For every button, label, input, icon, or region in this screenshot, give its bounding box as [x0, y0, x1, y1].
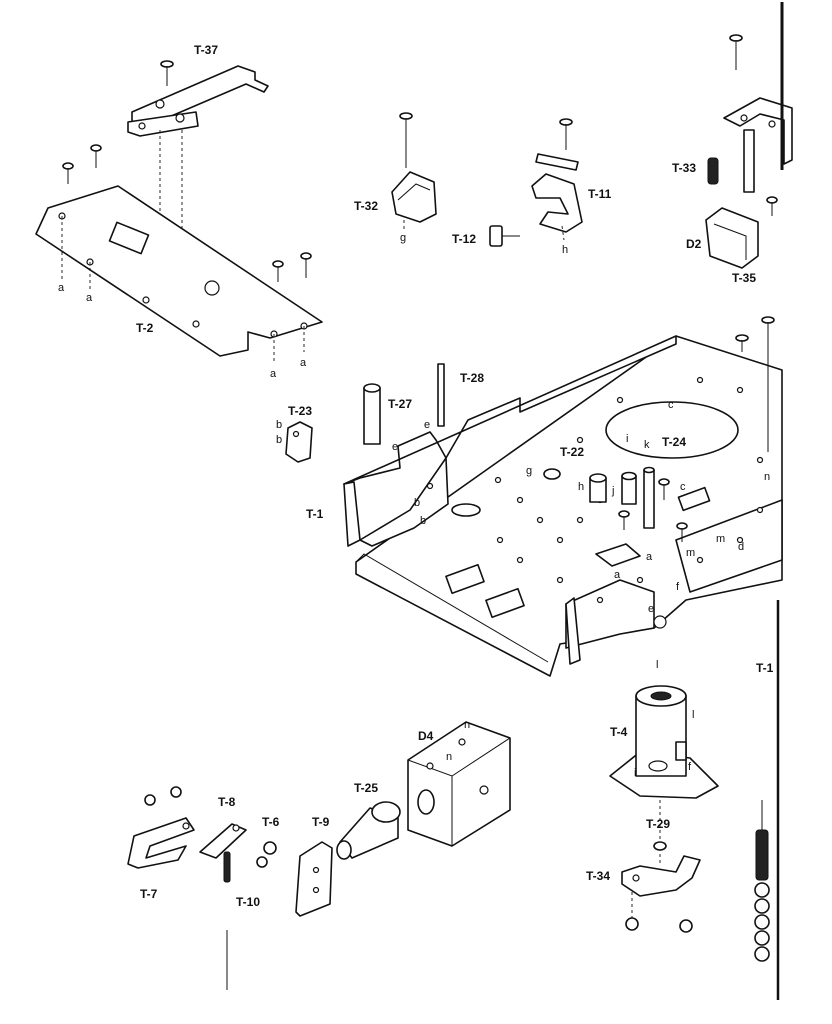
letter-e-1: e	[392, 441, 398, 453]
label-t32: T-32	[354, 199, 378, 213]
letter-b-2: b	[276, 434, 282, 446]
part-t32-clamp: T-32 g	[354, 112, 437, 244]
label-d2: D2	[686, 237, 702, 251]
letter-a-5: a	[614, 569, 621, 581]
t22-bushing	[589, 473, 607, 503]
letter-m-2: m	[716, 533, 725, 545]
letter-n-3: n	[446, 751, 452, 763]
letter-i-1: i	[626, 433, 628, 445]
label-t37: T-37	[194, 43, 218, 57]
letter-a-2: a	[86, 292, 93, 304]
part-t10-spring: T-10	[223, 851, 260, 990]
label-t1: T-1	[306, 507, 324, 521]
part-t6-nut: T-6	[256, 815, 280, 868]
letter-c-2: c	[680, 481, 686, 493]
label-t27: T-27	[388, 397, 412, 411]
label-t11: T-11	[588, 187, 612, 201]
part-t28-pin: T-28	[437, 363, 484, 427]
letter-m-1: m	[686, 547, 695, 559]
part-t37-bracket: T-37	[127, 43, 269, 258]
label-t25: T-25	[354, 781, 378, 795]
part-t1-chassis: T-1 T-22 T-24 T-1 e e b b c c d g h i k …	[306, 316, 783, 677]
letter-g-1: g	[400, 232, 406, 244]
letter-a-6: a	[646, 551, 653, 563]
label-t7: T-7	[140, 887, 158, 901]
label-t1-ref: T-1	[756, 661, 774, 675]
letter-b-4: b	[414, 497, 420, 509]
part-t11-clip: T-11 h	[531, 118, 612, 256]
letter-f-2: f	[688, 761, 692, 773]
part-t2-plate: T-2 a a a a	[35, 144, 323, 380]
letter-f-1: f	[676, 581, 680, 593]
letter-g-2: g	[526, 465, 532, 477]
label-t10: T-10	[236, 895, 260, 909]
letter-b-1: b	[276, 419, 282, 431]
label-t4: T-4	[610, 725, 628, 739]
letter-d-1: d	[738, 541, 744, 553]
letter-b-3: b	[420, 515, 426, 527]
letter-a-4: a	[300, 357, 307, 369]
label-t6: T-6	[262, 815, 280, 829]
part-spring-washer-stack	[754, 600, 780, 1000]
part-t34-bracket: T-34	[586, 855, 701, 933]
label-t22: T-22	[560, 445, 584, 459]
letter-l-1: l	[656, 659, 658, 671]
label-t28: T-28	[460, 371, 484, 385]
letter-l-2: l	[692, 709, 694, 721]
label-t33: T-33	[672, 161, 696, 175]
part-t4-housing: T-4 l l i f	[609, 659, 719, 866]
letter-h-1: h	[562, 244, 568, 256]
label-t35: T-35	[732, 271, 756, 285]
part-upper-right-assembly: T-33 D2 T-35	[672, 2, 793, 285]
label-t8: T-8	[218, 795, 236, 809]
t2-screws	[62, 144, 312, 282]
letter-e-3: e	[648, 603, 654, 615]
label-t23: T-23	[288, 404, 312, 418]
part-t29-cap: T-29	[646, 817, 670, 851]
part-t7-lever: T-7	[127, 786, 195, 901]
letter-h-2: h	[578, 481, 584, 493]
part-t9-plate: T-9	[295, 815, 333, 917]
label-t34: T-34	[586, 869, 610, 883]
letter-n-1: n	[764, 471, 770, 483]
part-t25-cylinder: T-25	[336, 781, 401, 860]
label-t9: T-9	[312, 815, 330, 829]
label-t2: T-2	[136, 321, 154, 335]
label-t24: T-24	[662, 435, 686, 449]
part-t8-arm: T-8	[199, 795, 247, 859]
label-d4: D4	[418, 729, 434, 743]
part-d4-box: D4 n n	[407, 719, 511, 847]
label-t12: T-12	[452, 232, 476, 246]
letter-a-3: a	[270, 368, 277, 380]
part-t27-post: T-27	[363, 383, 412, 445]
label-t29: T-29	[646, 817, 670, 831]
letter-j-1: j	[611, 485, 614, 497]
letter-e-2: e	[424, 419, 430, 431]
letter-i-2: i	[634, 767, 636, 779]
letter-c-1: c	[668, 399, 674, 411]
letter-k-1: k	[644, 439, 650, 451]
part-t23-clip: T-23 b b	[276, 404, 313, 463]
letter-a-1: a	[58, 282, 65, 294]
part-t12-tab: T-12	[452, 225, 520, 247]
t24-bushing-set	[621, 466, 655, 529]
t1-screws	[618, 316, 775, 542]
letter-n-2: n	[464, 719, 470, 731]
